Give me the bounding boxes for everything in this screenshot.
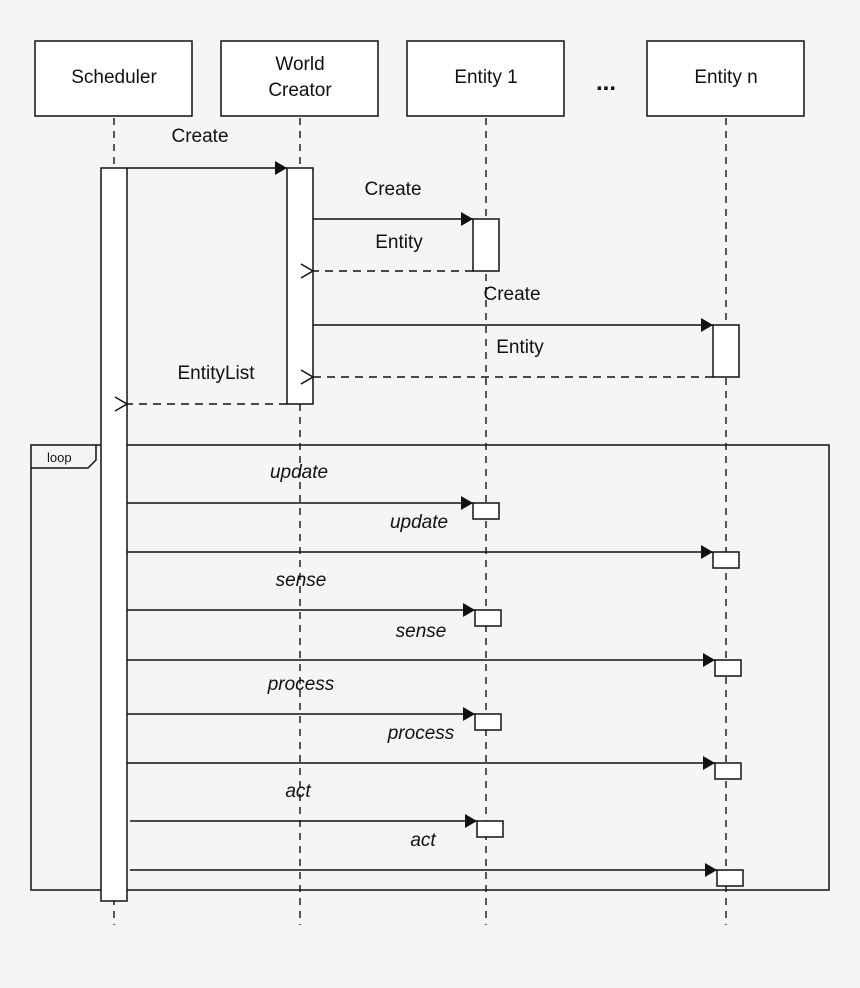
message-act-n-label: act (410, 830, 436, 851)
participant-entity-1-label: Entity 1 (454, 67, 517, 88)
loop-label: loop (47, 450, 72, 465)
entity-1-activation-sense (474, 609, 502, 627)
participant-world-creator: World Creator (220, 40, 379, 117)
message-create-entity-n-label: Create (483, 284, 540, 305)
entity-n-activation-process (714, 762, 742, 780)
entity-1-activation-act (476, 820, 504, 838)
entity-n-activation-act (716, 869, 744, 887)
message-entitylist-return-label: EntityList (177, 363, 255, 384)
participant-entity-n: Entity n (646, 40, 805, 117)
participant-world-creator-label-line-1: World (275, 54, 324, 75)
message-update-1-label: update (270, 462, 328, 483)
participant-entity-n-label: Entity n (694, 67, 757, 88)
message-process-n-label: process (387, 723, 455, 744)
participant-scheduler: Scheduler (34, 40, 193, 117)
message-entity-return-n-label: Entity (496, 337, 544, 358)
participant-entity-1: Entity 1 (406, 40, 565, 117)
entity-1-activation-process (474, 713, 502, 731)
message-process-1-label: process (267, 674, 335, 695)
entity-1-activation-create (472, 218, 500, 272)
scheduler-activation (100, 167, 128, 902)
entity-1-activation-update (472, 502, 500, 520)
message-entity-return-1-label: Entity (375, 232, 423, 253)
entity-n-activation-create (712, 324, 740, 378)
message-sense-n-label: sense (396, 621, 447, 642)
message-create-world-label: Create (171, 126, 228, 147)
entity-n-activation-update (712, 551, 740, 569)
participant-world-creator-label-line-2: Creator (268, 80, 332, 101)
world-creator-activation (286, 167, 314, 405)
message-update-n-label: update (390, 512, 448, 533)
message-act-1-label: act (285, 781, 311, 802)
message-sense-1-label: sense (276, 570, 327, 591)
loop-frame: loop (30, 444, 830, 891)
participant-scheduler-label: Scheduler (71, 67, 157, 88)
entity-n-activation-sense (714, 659, 742, 677)
participants-ellipsis: ... (596, 69, 616, 96)
message-create-entity-1-label: Create (364, 179, 421, 200)
